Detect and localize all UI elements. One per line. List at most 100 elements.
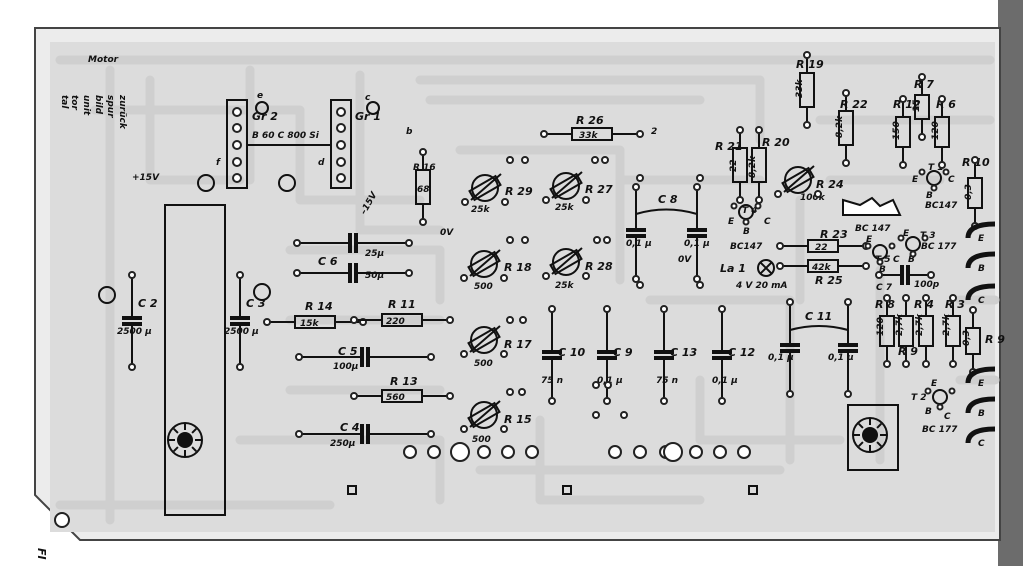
resistor-r16-pad-bottom — [419, 218, 427, 226]
transistor-t3-pin-e: E — [903, 229, 910, 239]
capacitor-c12-label: C 12 — [728, 346, 756, 359]
resistor-r11-pad-bottom — [902, 360, 910, 368]
transistor-t1-pin-c — [942, 168, 950, 176]
trimmer-r17-value: 500 — [474, 359, 493, 369]
trimmer-r27-element — [549, 172, 583, 200]
capacitor-c3-value: 2500 µ — [224, 327, 259, 337]
transistor-t1-pin-b — [930, 184, 938, 192]
trimmer-r29 — [471, 174, 499, 202]
capacitor-c11b-pad-bottom — [844, 390, 852, 398]
edge-connector-finger — [965, 251, 996, 269]
resistor-r4-pad-left — [350, 316, 358, 324]
capacitor-c7-pad-left — [875, 271, 883, 279]
trimmer-r15-element — [467, 401, 501, 429]
resistor-r9-pad-top — [969, 306, 977, 314]
rectifier-gr1-pin — [336, 140, 346, 150]
pin-c-label: c — [365, 93, 371, 103]
edge-pad — [501, 445, 515, 459]
resistor-r21-pad-bottom — [736, 196, 744, 204]
rectifier-gr1-pin — [336, 157, 346, 167]
rectifier-gr2-pin — [232, 123, 242, 133]
solder-pad — [521, 156, 529, 164]
rectifier-gr1-pin — [336, 123, 346, 133]
solder-pad — [696, 281, 704, 289]
resistor-r16-value: 68 — [417, 185, 430, 195]
transistor-t3-pin-c — [921, 234, 929, 242]
trimmer-r28-value: 25k — [555, 281, 575, 291]
trimmer-r15-arrow — [469, 400, 501, 428]
resistor-r13-label: R 4 — [914, 298, 934, 311]
trimmer-r18-label: R 18 — [504, 261, 532, 274]
capacitor-c7-value: 100p — [914, 280, 940, 290]
trimmer-r17-element — [467, 326, 501, 354]
edge-connector-label: B — [978, 264, 985, 274]
resistor-r11-pad-top — [902, 294, 910, 302]
resistor-r5-value: 15k — [300, 319, 320, 329]
solder-pad — [620, 411, 628, 419]
trimmer-r27-arrow — [551, 171, 583, 199]
resistor-r7-label: R 7 — [914, 78, 934, 91]
ground-terminal-left — [98, 286, 116, 304]
resistor-r7-pad-top — [918, 73, 926, 81]
heatsink-fin — [842, 196, 902, 216]
transistor-t5-pin-c — [888, 242, 896, 250]
trimmer-r29-label: R 29 — [505, 185, 533, 198]
figure-side-label: FI — [35, 548, 48, 560]
ground-note: 0V — [678, 255, 692, 265]
resistor-r6-pad-bottom — [938, 161, 946, 169]
trimmer-r24-element — [781, 166, 815, 194]
transistor-t2-pin-b — [936, 403, 944, 411]
trimmer-r29-element — [468, 174, 502, 202]
resistor-r14-pad-top — [883, 294, 891, 302]
trimmer-r28-element — [549, 248, 583, 276]
solder-pad — [603, 236, 611, 244]
transistor-t4-pin-c — [754, 202, 762, 210]
margin-note: bild — [93, 95, 103, 115]
resistor-r22-pad-bottom — [842, 159, 850, 167]
capacitor-c13-pad-bottom — [660, 397, 668, 405]
resistor-r7-pad-bottom — [918, 133, 926, 141]
solder-pad — [592, 411, 600, 419]
transistor-t3-type: BC 177 — [921, 242, 957, 252]
resistor-r10-pad-top — [971, 156, 979, 164]
lamp-la1-label: La 1 — [720, 262, 746, 275]
solder-pad — [592, 381, 600, 389]
margin-note: spur — [105, 95, 115, 118]
edge-connector-label: B — [978, 409, 985, 419]
resistor-r22-pad-top — [842, 89, 850, 97]
edge-connector-finger — [965, 221, 996, 239]
trimmer-r15-value: 500 — [472, 435, 491, 445]
capacitor-c13-label: C 13 — [670, 346, 698, 359]
resistor-r6-pad-top — [938, 95, 946, 103]
mounting-hole-left-center — [177, 432, 193, 448]
test-point — [748, 485, 758, 495]
edge-connector-finger — [965, 366, 996, 384]
trimmer-r24-pad-a — [774, 190, 782, 198]
transistor-t1-pin-b: B — [926, 191, 933, 201]
trimmer-r24-label: R 24 — [816, 178, 844, 191]
transistor-t4-label: T 4 — [742, 206, 758, 216]
solder-pad — [604, 381, 612, 389]
resistor-r3-label: R 13 — [390, 375, 418, 388]
copper-traces — [55, 55, 1000, 525]
trimmer-r27-pad-b — [582, 196, 590, 204]
trimmer-r28-arrow — [551, 247, 583, 275]
large-edge-pad — [450, 442, 470, 462]
resistor-r7-value: 15 — [912, 99, 922, 112]
capacitor-c8b-pad-bottom — [693, 275, 701, 283]
resistor-r5-label: R 14 — [305, 300, 333, 313]
trimmer-r29-pad-a — [461, 198, 469, 206]
scan-edge — [998, 0, 1023, 566]
capacitor-c7-pad-right — [927, 271, 935, 279]
capacitor-c2-value: 2500 µ — [117, 327, 152, 337]
capacitor-c5-label: C 5 — [338, 345, 358, 358]
edge-connector-finger — [965, 283, 996, 301]
transistor-t2-label: T 2 — [911, 393, 927, 403]
transistor-t2-pin-e — [924, 387, 932, 395]
transistor-t2-pin-e: E — [931, 379, 938, 389]
capacitor-c6-value-b: 50µ — [365, 271, 385, 281]
resistor-r19-pad-top — [803, 51, 811, 59]
transistor-t4-type: BC147 — [730, 242, 763, 252]
rectifier-gr2-pin — [232, 173, 242, 183]
pin-f-label: f — [216, 158, 221, 168]
